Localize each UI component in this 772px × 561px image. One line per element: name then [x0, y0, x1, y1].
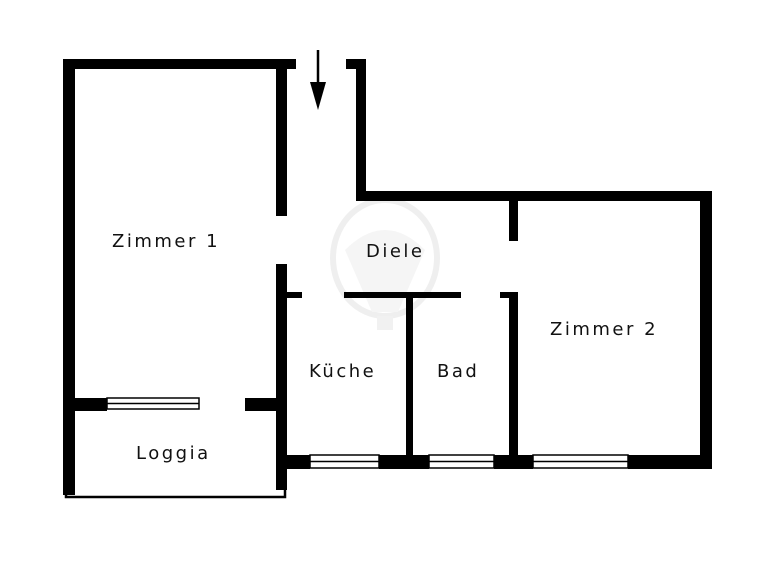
window-loggia — [106, 397, 200, 410]
wall-zimmer1-right-lower — [276, 264, 287, 411]
wall-stub-zimmer2 — [500, 292, 518, 298]
walls — [63, 59, 712, 495]
balloon-logo-icon — [330, 197, 440, 330]
wall-left — [63, 59, 75, 495]
wall-entrance-stub-left — [287, 59, 296, 69]
wall-top-right — [356, 191, 712, 201]
room-label-diele: Diele — [366, 241, 425, 262]
wall-loggia-side — [276, 398, 287, 490]
wall-loggia-left — [63, 398, 107, 411]
wall-diele-bottom-mid — [344, 292, 461, 298]
window-zimmer2 — [532, 454, 629, 469]
wall-top-zimmer1 — [63, 59, 279, 69]
wall-bottom-segment-4 — [628, 455, 712, 469]
room-label-zimmer2: Zimmer 2 — [550, 319, 658, 340]
wall-zimmer2-left-upper — [509, 191, 518, 241]
room-label-bad: Bad — [437, 361, 479, 382]
window-kueche — [309, 454, 380, 469]
arrow-down-icon — [310, 50, 326, 110]
wall-kueche-bad — [406, 292, 413, 469]
room-label-zimmer1: Zimmer 1 — [112, 231, 220, 252]
room-label-loggia: Loggia — [136, 443, 211, 464]
wall-entry-right — [356, 59, 366, 201]
wall-bottom-segment-1 — [283, 455, 310, 469]
window-bad — [428, 454, 495, 469]
wall-bottom-segment-2 — [379, 455, 429, 469]
wall-zimmer2-left-lower — [509, 292, 518, 469]
wall-right — [700, 191, 712, 469]
wall-bottom-segment-3 — [494, 455, 533, 469]
room-label-kueche: Küche — [309, 361, 376, 382]
loggia-railing — [64, 488, 287, 499]
windows — [106, 397, 629, 469]
wall-diele-bottom-left — [287, 292, 302, 298]
wall-zimmer1-right-upper — [276, 59, 287, 216]
